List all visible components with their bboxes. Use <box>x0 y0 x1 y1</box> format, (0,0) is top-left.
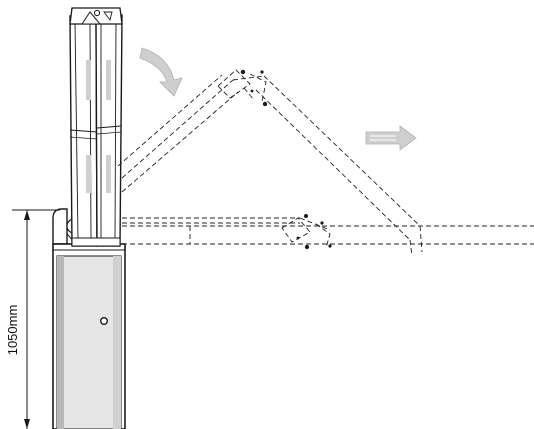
peak-hinge <box>240 69 268 107</box>
lock-icon <box>99 317 108 326</box>
right-arrow-icon <box>365 125 417 151</box>
folded-boom-vertical <box>69 7 123 247</box>
height-dimension: 1050mm <box>5 209 60 429</box>
barrier-post <box>52 208 126 429</box>
curved-arrow-icon <box>139 47 183 97</box>
boom-intermediate-position <box>117 69 423 257</box>
height-dimension-label: 1050mm <box>5 305 20 356</box>
boom-extended-position <box>122 217 534 249</box>
extended-hinge <box>296 214 332 250</box>
